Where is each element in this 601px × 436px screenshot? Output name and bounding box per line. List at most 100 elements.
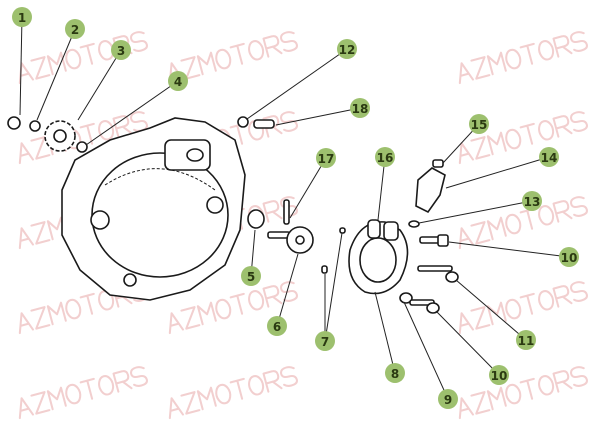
badge-circle <box>539 147 559 167</box>
watermark-logo <box>458 111 588 165</box>
fitting-14 <box>415 167 446 214</box>
callout-badge-4[interactable]: 4 <box>168 71 188 91</box>
callout-badge-8[interactable]: 8 <box>385 363 405 383</box>
leader-line <box>276 253 299 327</box>
leader-line <box>448 241 570 258</box>
badge-circle <box>350 98 370 118</box>
badge-circle <box>241 266 261 286</box>
gear <box>44 120 76 152</box>
leader-line <box>435 310 500 376</box>
badge-label: 16 <box>377 151 394 165</box>
bolt-10a <box>419 234 449 247</box>
badge-circle <box>337 39 357 59</box>
badge-circle <box>489 365 509 385</box>
badge-label: 8 <box>391 367 399 381</box>
badge-label: 7 <box>321 335 329 349</box>
bushing <box>76 141 88 153</box>
leader-line <box>455 279 527 341</box>
badge-circle <box>267 316 287 336</box>
leader-line <box>275 107 361 126</box>
badge-circle <box>385 363 405 383</box>
nut <box>7 116 21 130</box>
callout-badge-11[interactable]: 11 <box>516 330 536 350</box>
leader-line <box>289 157 327 219</box>
badge-label: 12 <box>339 43 356 57</box>
pump-cover-8 <box>348 219 409 295</box>
badge-label: 18 <box>352 102 369 116</box>
watermark-logo <box>458 196 588 250</box>
callout-badge-14[interactable]: 14 <box>539 147 559 167</box>
leader-line <box>246 48 348 120</box>
badge-label: 14 <box>541 151 558 165</box>
callout-badge-10[interactable]: 10 <box>489 365 509 385</box>
leader-line <box>418 200 533 224</box>
badge-label: 17 <box>318 152 335 166</box>
badge-label: 11 <box>518 334 535 348</box>
badge-label: 9 <box>444 393 452 407</box>
watermark-logo <box>168 281 298 335</box>
nut-12 <box>237 116 249 128</box>
badge-circle <box>315 331 335 351</box>
watermark-logo <box>458 31 588 85</box>
callout-badge-9[interactable]: 9 <box>438 389 458 409</box>
watermark-logo <box>18 366 148 420</box>
badge-label: 6 <box>273 320 281 334</box>
leader-line <box>19 16 23 116</box>
leader-line <box>324 232 343 342</box>
callout-badge-17[interactable]: 17 <box>316 148 336 168</box>
badge-circle <box>375 147 395 167</box>
washer-9 <box>399 292 413 304</box>
watermark-logo <box>168 366 298 420</box>
bolt-18 <box>253 119 275 129</box>
callout-badge-2[interactable]: 2 <box>65 19 85 39</box>
callout-badge-6[interactable]: 6 <box>267 316 287 336</box>
callout-badge-15[interactable]: 15 <box>469 114 489 134</box>
bolt-15 <box>432 159 444 168</box>
dowel-7 <box>321 227 346 274</box>
badge-label: 1 <box>18 11 26 25</box>
seal-5 <box>247 209 265 229</box>
impeller-6 <box>267 226 314 254</box>
watermark-logo <box>458 281 588 335</box>
badge-label: 13 <box>524 195 541 209</box>
bolt-11 <box>417 265 459 283</box>
callout-badge-13[interactable]: 13 <box>522 191 542 211</box>
badge-circle <box>438 389 458 409</box>
callout-badge-3[interactable]: 3 <box>111 40 131 60</box>
callout-badge-10[interactable]: 10 <box>559 247 579 267</box>
callout-badge-18[interactable]: 18 <box>350 98 370 118</box>
leader-line <box>85 80 179 146</box>
callout-badge-16[interactable]: 16 <box>375 147 395 167</box>
leader-line <box>377 156 386 221</box>
badge-label: 15 <box>471 118 488 132</box>
badge-circle <box>516 330 536 350</box>
o-ring-13 <box>408 220 420 228</box>
engine-cover <box>61 117 246 301</box>
callout-badge-5[interactable]: 5 <box>241 266 261 286</box>
badge-label: 2 <box>71 23 79 37</box>
badge-label: 10 <box>491 369 508 383</box>
badge-circle <box>12 7 32 27</box>
leader-line <box>36 28 76 121</box>
badge-label: 4 <box>174 75 182 89</box>
leader-line <box>77 49 122 121</box>
leader-lines <box>19 16 570 400</box>
washer <box>29 120 41 132</box>
pin-17 <box>283 199 290 225</box>
badge-circle <box>522 191 542 211</box>
badge-label: 5 <box>247 270 255 284</box>
callout-badge-12[interactable]: 12 <box>337 39 357 59</box>
badge-circle <box>65 19 85 39</box>
leader-line <box>403 301 449 400</box>
badge-circle <box>316 148 336 168</box>
leader-line <box>445 156 550 189</box>
badge-label: 3 <box>117 44 125 58</box>
badge-circle <box>111 40 131 60</box>
callout-badge-7[interactable]: 7 <box>315 331 335 351</box>
badge-circle <box>168 71 188 91</box>
badge-circle <box>559 247 579 267</box>
callout-badge-1[interactable]: 1 <box>12 7 32 27</box>
watermark-logo <box>458 366 588 420</box>
